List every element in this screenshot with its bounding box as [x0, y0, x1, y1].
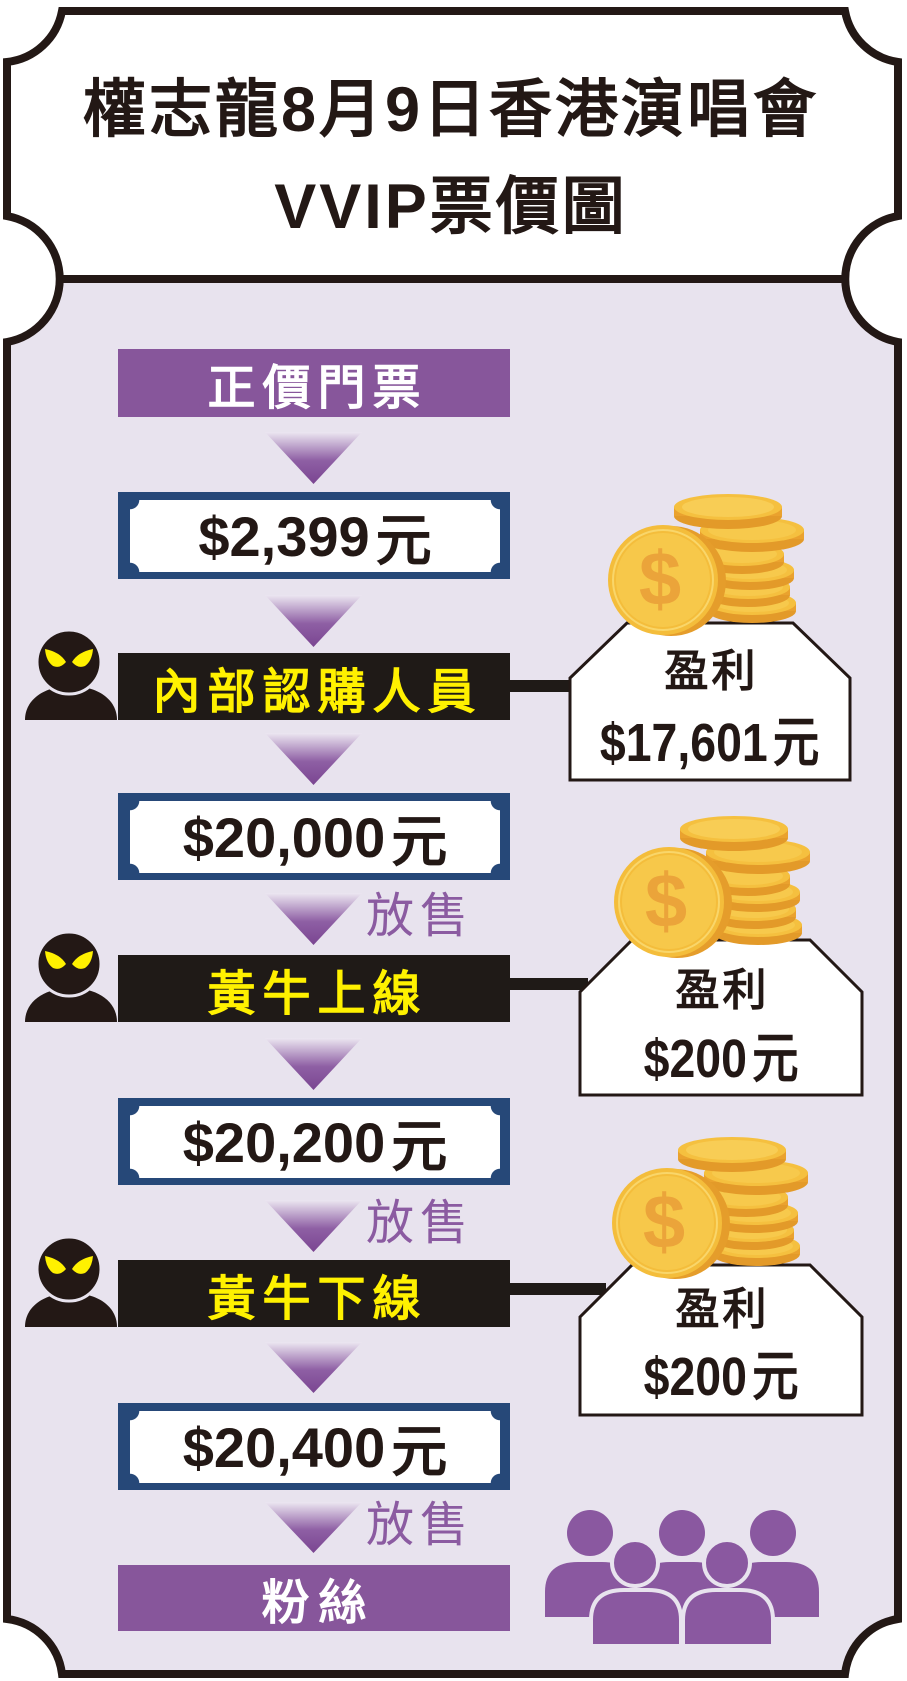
actor-label: 黃牛下線: [207, 1272, 428, 1326]
profit-unit: 元: [752, 1029, 799, 1089]
down-arrow-icon: [265, 432, 362, 484]
profit-amount: $200: [643, 1347, 747, 1407]
price-unit: 元: [391, 1419, 448, 1483]
start-label: 正價門票: [207, 362, 428, 415]
sale-label: 放售: [366, 890, 475, 943]
profit-value: $17,601元: [600, 714, 819, 772]
connector-line: [505, 1283, 606, 1295]
profit-amount-box: $200元: [580, 1030, 862, 1088]
profit-value: $200元: [644, 1030, 799, 1088]
profit-label: 盈利: [675, 1285, 770, 1334]
profit-unit: 元: [773, 713, 820, 773]
down-arrow-icon: [265, 1342, 362, 1393]
actor-bar-downstream-scalper: 黃牛下線: [118, 1260, 510, 1327]
page-title-line-1: 權志龍8月9日香港演唱會: [82, 75, 820, 145]
down-arrow-icon: [265, 1038, 362, 1090]
price-amount: $20,200: [182, 1110, 386, 1174]
sale-label: 放售: [366, 1197, 475, 1250]
price-unit: 元: [391, 1114, 448, 1178]
actor-label: 內部認購人員: [152, 665, 483, 719]
connector-line: [505, 680, 573, 692]
profit-amount: $17,601: [600, 713, 769, 773]
profit-box: [578, 1263, 864, 1417]
down-arrow-icon: [265, 1502, 362, 1553]
profit-amount: $200: [643, 1029, 747, 1089]
actor-bar-insider: 內部認購人員: [118, 653, 510, 720]
end-label-bar: 粉絲: [118, 1565, 510, 1631]
price-amount: $2,399: [198, 504, 370, 568]
down-arrow-icon: [265, 1200, 362, 1252]
connector-line: [505, 978, 588, 990]
fans-group-icon: [545, 1510, 819, 1648]
sale-label: 放售: [366, 1499, 475, 1552]
price-amount: $20,000: [182, 805, 386, 869]
price-amount: $20,400: [182, 1415, 386, 1479]
profit-box: [578, 938, 864, 1097]
profit-value: $200元: [644, 1348, 799, 1406]
profit-box: [568, 621, 852, 782]
page-title-line-2: VVIP票價圖: [274, 172, 628, 242]
profit-unit: 元: [752, 1347, 799, 1407]
start-label-bar: 正價門票: [118, 349, 510, 417]
down-arrow-icon: [265, 595, 362, 647]
profit-label: 盈利: [675, 966, 770, 1015]
end-label: 粉絲: [261, 1577, 376, 1630]
profit-amount-box: $200元: [580, 1348, 862, 1406]
down-arrow-icon: [265, 893, 362, 945]
actor-bar-upstream-scalper: 黃牛上線: [118, 955, 510, 1022]
price-unit: 元: [391, 809, 448, 873]
title-ticket: [7, 11, 898, 279]
profit-label: 盈利: [664, 647, 759, 696]
price-unit: 元: [375, 508, 432, 572]
down-arrow-icon: [265, 733, 362, 785]
actor-label: 黃牛上線: [207, 967, 428, 1021]
profit-amount-box: $17,601元: [570, 714, 850, 772]
ticket-outline: [2, 7, 902, 1678]
